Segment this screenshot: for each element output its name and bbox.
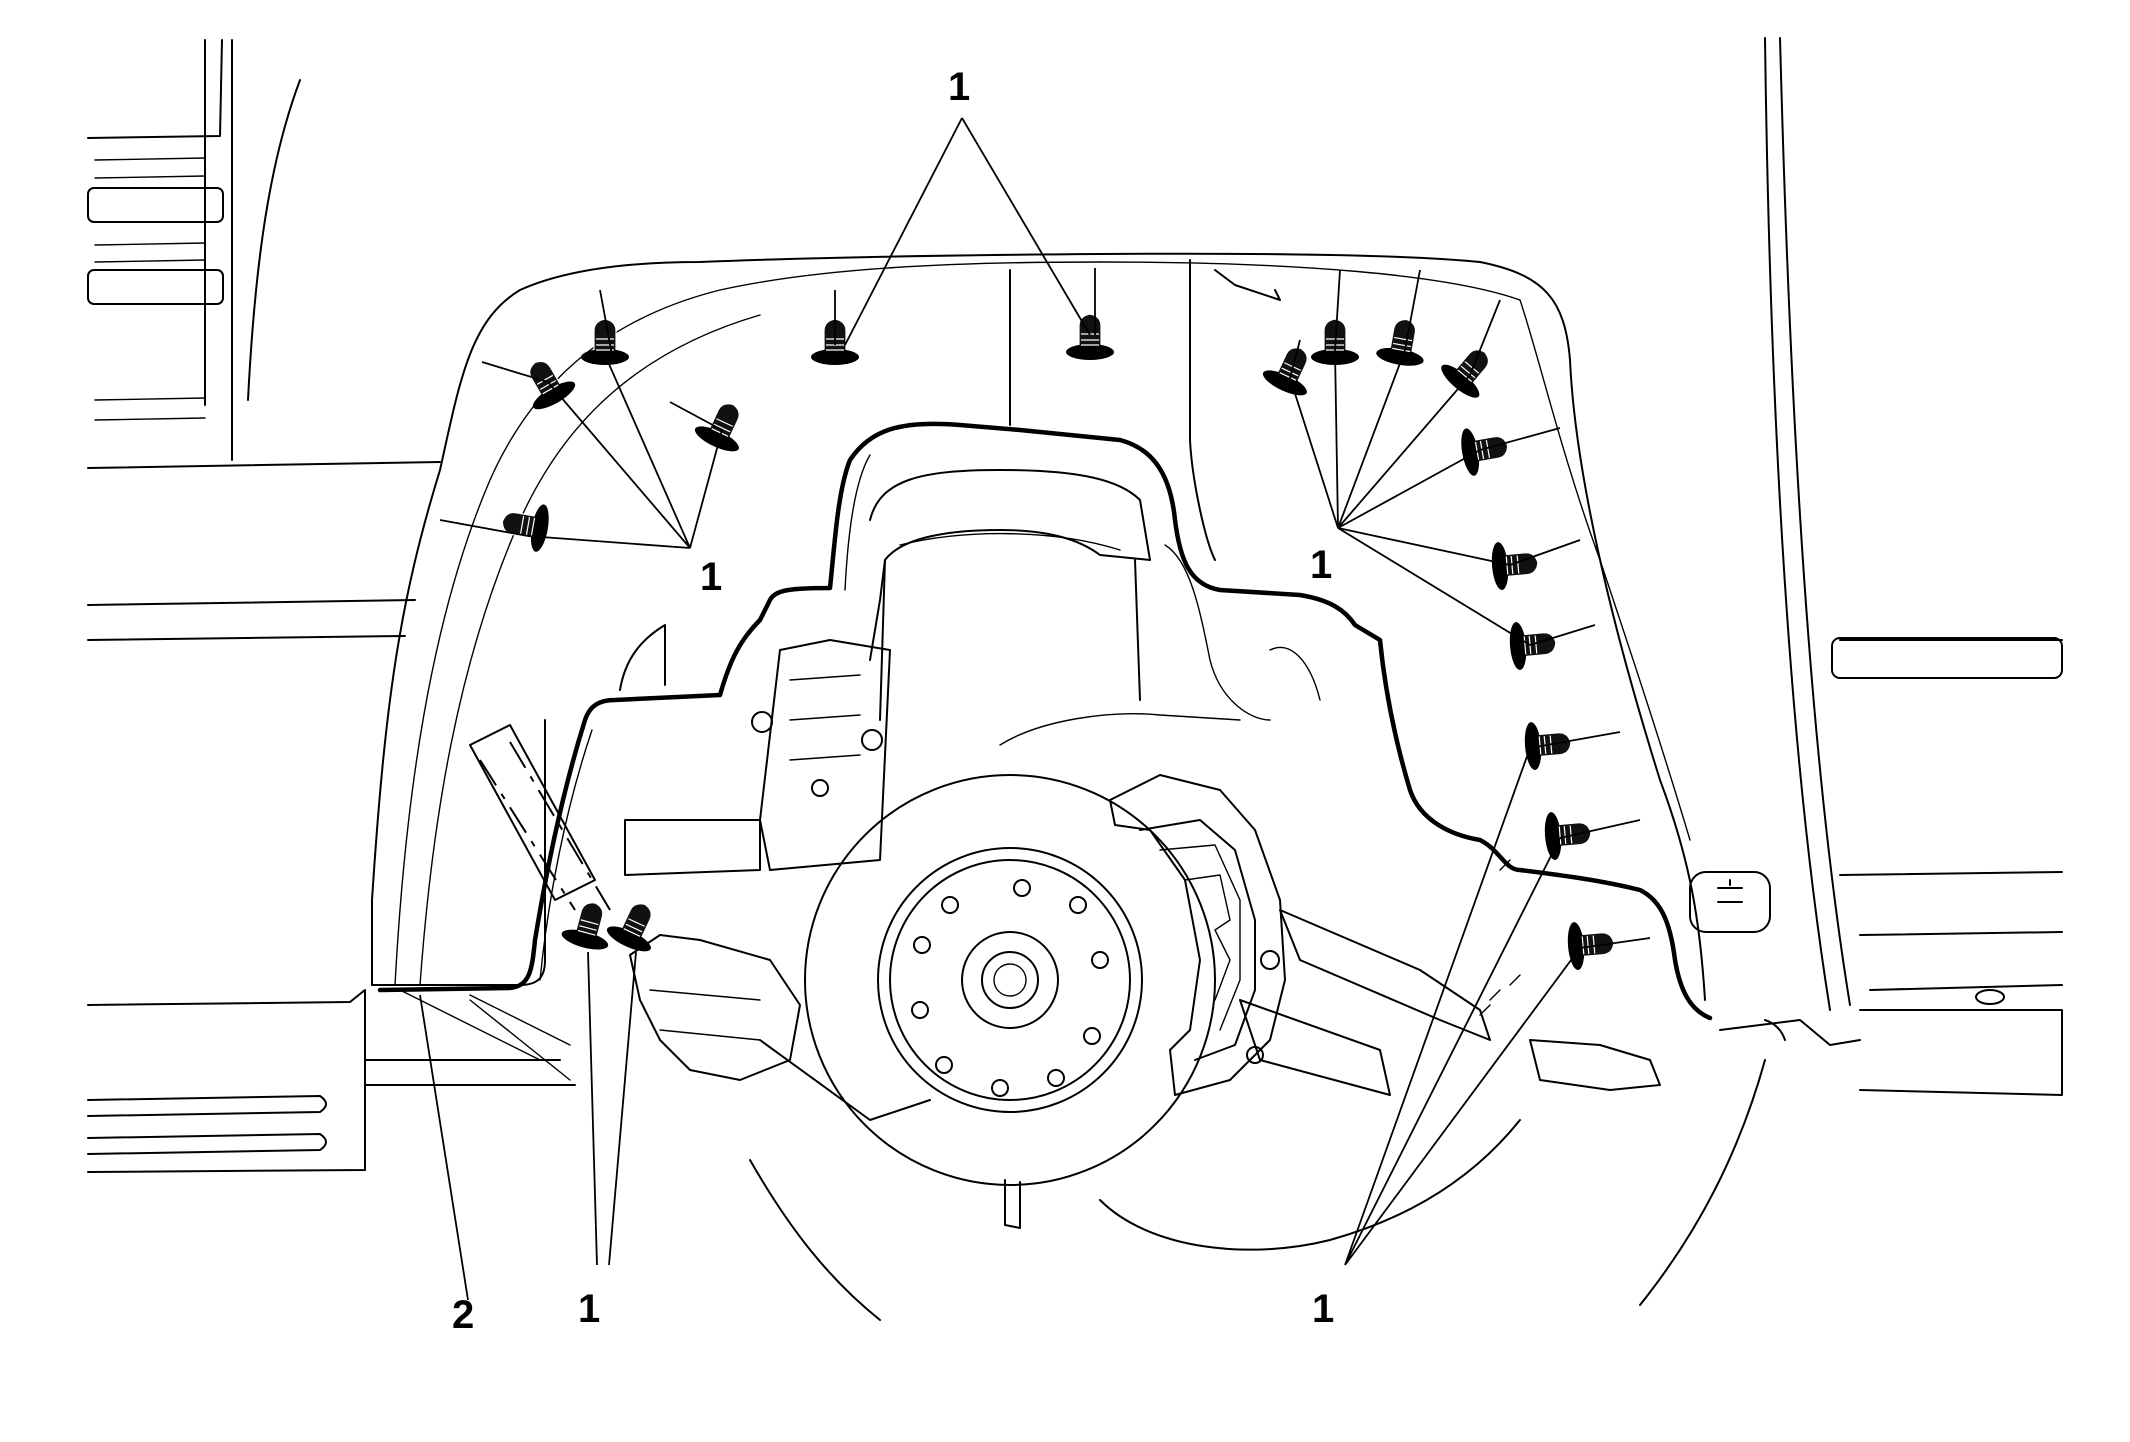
callout-1-top: 1 (948, 65, 970, 109)
push-pin-retainer-icon (1441, 349, 1490, 398)
push-pin-retainer-icon (1491, 542, 1539, 590)
leader-lines (419, 117, 1651, 1301)
push-pin-retainer-icon (1544, 812, 1592, 860)
lug-holes (911, 879, 1109, 1097)
push-pin-retainer-icon (561, 902, 609, 950)
right-body-panel (1689, 37, 2063, 1096)
callout-1-lower-left: 1 (578, 1287, 600, 1331)
push-pin-retainer-icon (501, 504, 549, 552)
installation-guides (469, 724, 1521, 1016)
callout-labels: 1 1 1 1 1 2 (452, 65, 1334, 1337)
callout-2-liner: 2 (452, 1293, 474, 1337)
push-pin-retainer-icon (1461, 428, 1509, 476)
brake-rotor (804, 774, 1216, 1186)
callout-1-lower-right: 1 (1312, 1287, 1334, 1331)
wheelhouse-liner (371, 252, 1713, 1061)
callout-1-upper-left: 1 (700, 555, 722, 599)
callout-1-upper-right: 1 (1310, 543, 1332, 587)
left-body-panel (87, 39, 576, 1173)
brake-caliper (1109, 774, 1286, 1096)
push-pin-retainer-icon (1262, 347, 1308, 396)
brake-assembly (624, 469, 1766, 1321)
push-pin-retainer-icon (1376, 318, 1424, 366)
push-pin-retainer-icon (694, 403, 740, 452)
push-pin-retainer-icon (1066, 313, 1114, 360)
push-pin-retainer-icon (1509, 622, 1557, 670)
push-pin-retainer-icon (581, 318, 629, 365)
push-pin-retainer-icon (606, 903, 652, 952)
